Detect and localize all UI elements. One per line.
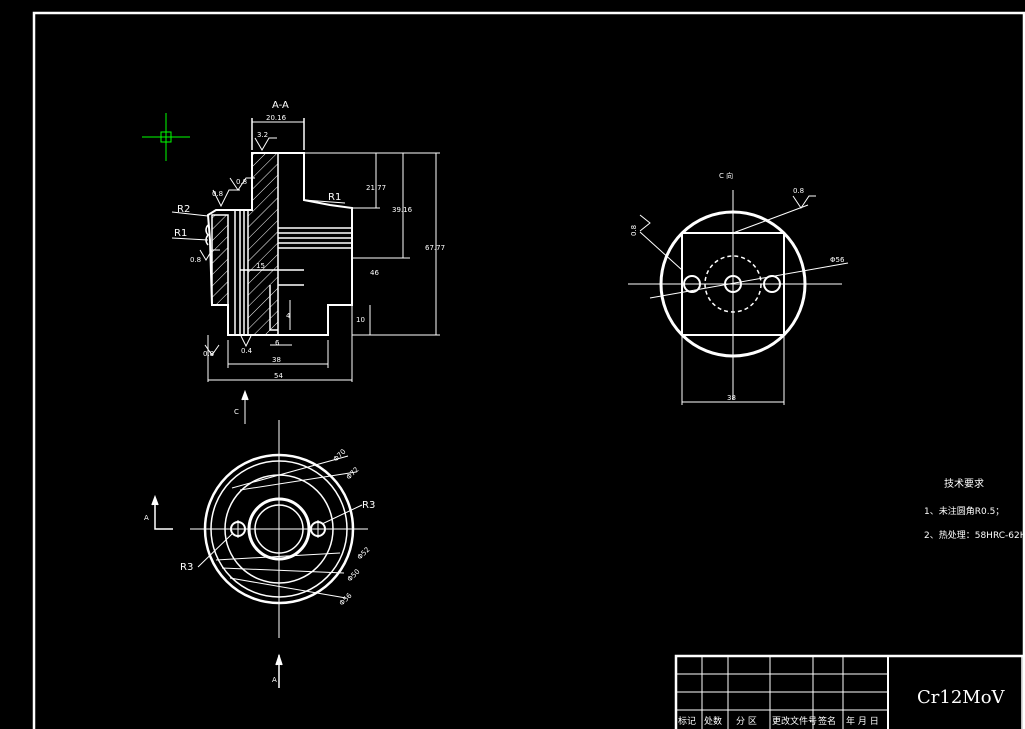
dim-phi52: Φ52 — [356, 546, 372, 562]
view-arrow-c: C — [234, 408, 239, 416]
tb-footer-2: 分 区 — [736, 716, 757, 727]
dim-21-77: 21.77 — [366, 184, 386, 192]
dim-r3-left: R3 — [180, 562, 193, 573]
c-view-labels: C 向 0.8 0.8 Φ56 38 — [630, 171, 845, 402]
roughness-top: 3.2 — [257, 131, 268, 139]
dim-54: 54 — [274, 372, 283, 380]
top-view — [151, 389, 368, 688]
roughness-top-mid: 0.8 — [236, 178, 247, 186]
dim-phi56: Φ56 — [338, 591, 354, 607]
dim-10: 10 — [356, 316, 365, 324]
section-view-labels: A-A 20.16 3.2 0.8 0.8 R2 R1 0.8 R1 21.77… — [174, 100, 445, 380]
roughness-left-a: 0.8 — [212, 190, 223, 198]
radius-r1-left: R1 — [174, 228, 187, 239]
section-mark-a-bottom: A — [272, 676, 277, 684]
c-view-roughness-right: 0.8 — [793, 187, 804, 195]
dim-r3-right: R3 — [362, 500, 375, 511]
material-label: Cr12MoV — [917, 687, 1006, 708]
dim-phi70: Φ70 — [332, 448, 348, 464]
dim-38: 38 — [272, 356, 281, 364]
section-view — [171, 118, 440, 382]
radius-r2: R2 — [177, 204, 190, 215]
dim-top-width: 20.16 — [266, 114, 287, 122]
dim-4: 4 — [286, 312, 291, 320]
drawing-border — [32, 11, 1025, 729]
roughness-bottom-a: 0.8 — [203, 350, 214, 358]
c-view-width: 38 — [727, 394, 736, 402]
section-mark-a-left: A — [144, 514, 149, 522]
tech-requirements: 技术要求 1、未注圆角R0.5； 2、热处理：58HRC-62HRC — [924, 477, 1025, 541]
tb-footer-0: 标记 — [678, 715, 696, 727]
dim-6: 6 — [275, 339, 280, 347]
dim-15: 15 — [256, 262, 265, 270]
dim-46: 46 — [370, 269, 379, 277]
tb-footer-1: 处数 — [704, 715, 722, 727]
c-view-diameter: Φ56 — [830, 256, 845, 264]
top-view-labels: C Φ70 Φ72 R3 Φ52 Φ50 Φ56 R3 A A — [144, 408, 375, 684]
c-view-roughness-left: 0.8 — [630, 225, 638, 236]
c-view-title: C 向 — [719, 171, 733, 180]
tech-requirements-heading: 技术要求 — [944, 477, 984, 490]
dim-67-77: 67.77 — [425, 244, 445, 252]
dim-phi50: Φ50 — [346, 568, 362, 584]
dim-39-16: 39.16 — [392, 206, 413, 214]
c-view — [628, 190, 849, 405]
tech-requirement-1: 1、未注圆角R0.5； — [924, 505, 1004, 517]
tb-footer-4: 签名 — [818, 715, 836, 727]
roughness-left-b: 0.8 — [190, 256, 201, 264]
roughness-bottom-b: 0.4 — [241, 347, 253, 355]
title-block — [674, 654, 1025, 729]
tb-footer-5: 年 月 日 — [846, 715, 879, 727]
title-block-labels: Cr12MoV 标记 处数 分 区 更改文件号 签名 年 月 日 — [678, 687, 1006, 727]
cad-cursor-icon — [142, 113, 190, 161]
dim-phi72: Φ72 — [345, 466, 361, 482]
tech-requirement-2: 2、热处理：58HRC-62HRC — [924, 529, 1025, 541]
radius-r1-right: R1 — [328, 192, 341, 203]
section-title: A-A — [272, 100, 289, 111]
tb-footer-3: 更改文件号 — [772, 715, 817, 727]
